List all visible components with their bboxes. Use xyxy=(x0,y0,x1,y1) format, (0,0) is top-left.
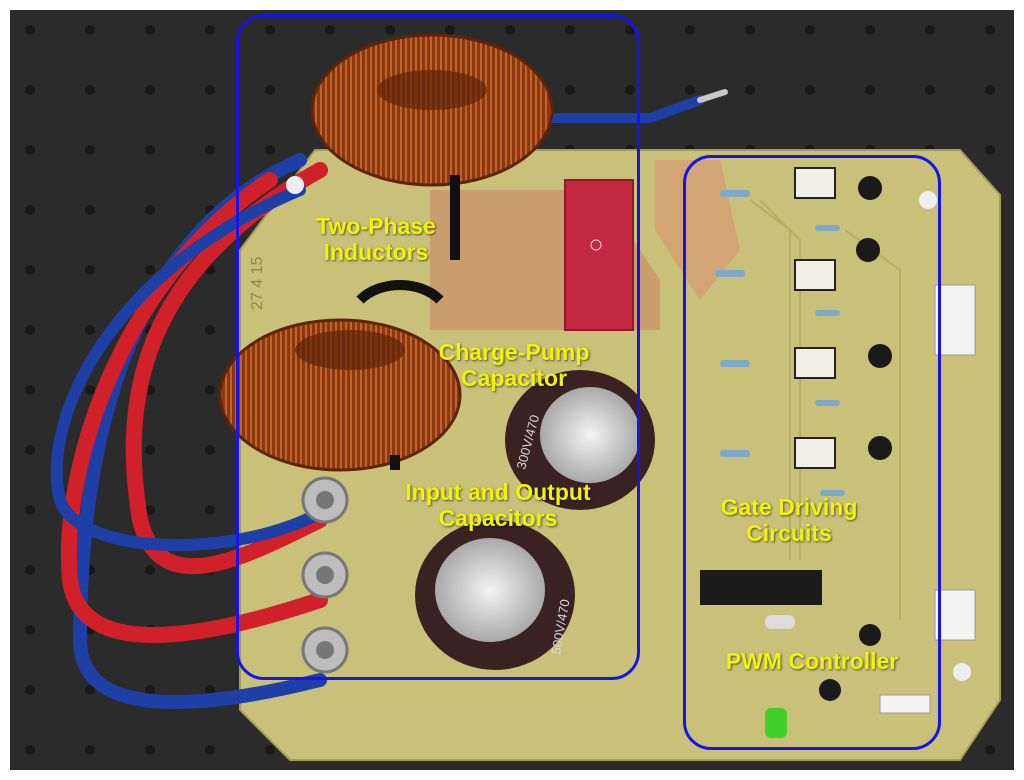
board-silkscreen: 27 4 15 xyxy=(249,257,266,310)
label-inductors-line1: Two-Phase xyxy=(316,213,436,239)
charge-pump-capacitor xyxy=(564,179,634,331)
label-input-output-capacitors: Input and Output Capacitors xyxy=(373,479,623,531)
label-io-line2: Capacitors xyxy=(438,505,558,531)
label-gate-line1: Gate Driving xyxy=(720,494,858,520)
label-io-line1: Input and Output xyxy=(405,479,591,505)
label-pwm: PWM Controller xyxy=(725,648,899,674)
terminals xyxy=(301,476,349,674)
output-connector xyxy=(879,694,931,714)
label-gate-driving-circuits: Gate Driving Circuits xyxy=(694,494,884,546)
power-cables xyxy=(50,89,728,710)
green-led xyxy=(765,708,787,738)
electrolytic-capacitor-bottom: 500V/470 xyxy=(415,520,575,670)
inductor-bottom xyxy=(218,280,462,472)
label-two-phase-inductors: Two-Phase Inductors xyxy=(296,213,456,265)
electrolytic-capacitor-top: 300V/470 xyxy=(505,370,655,510)
inductor-capacitor-region xyxy=(236,14,640,680)
label-gate-line2: Circuits xyxy=(746,520,832,546)
label-inductors-line2: Inductors xyxy=(323,239,429,265)
gate-driver-pwm-region xyxy=(683,155,941,750)
crystal-oscillator xyxy=(765,615,795,629)
gate-driver-components xyxy=(715,167,976,701)
label-pump-line2: Capacitor xyxy=(460,365,568,391)
label-pwm-controller: PWM Controller xyxy=(692,648,932,674)
label-pump-line1: Charge-Pump xyxy=(438,339,590,365)
pwm-controller-chip xyxy=(700,570,822,605)
label-charge-pump-capacitor: Charge-Pump Capacitor xyxy=(414,339,614,391)
inductor-top xyxy=(310,33,554,260)
